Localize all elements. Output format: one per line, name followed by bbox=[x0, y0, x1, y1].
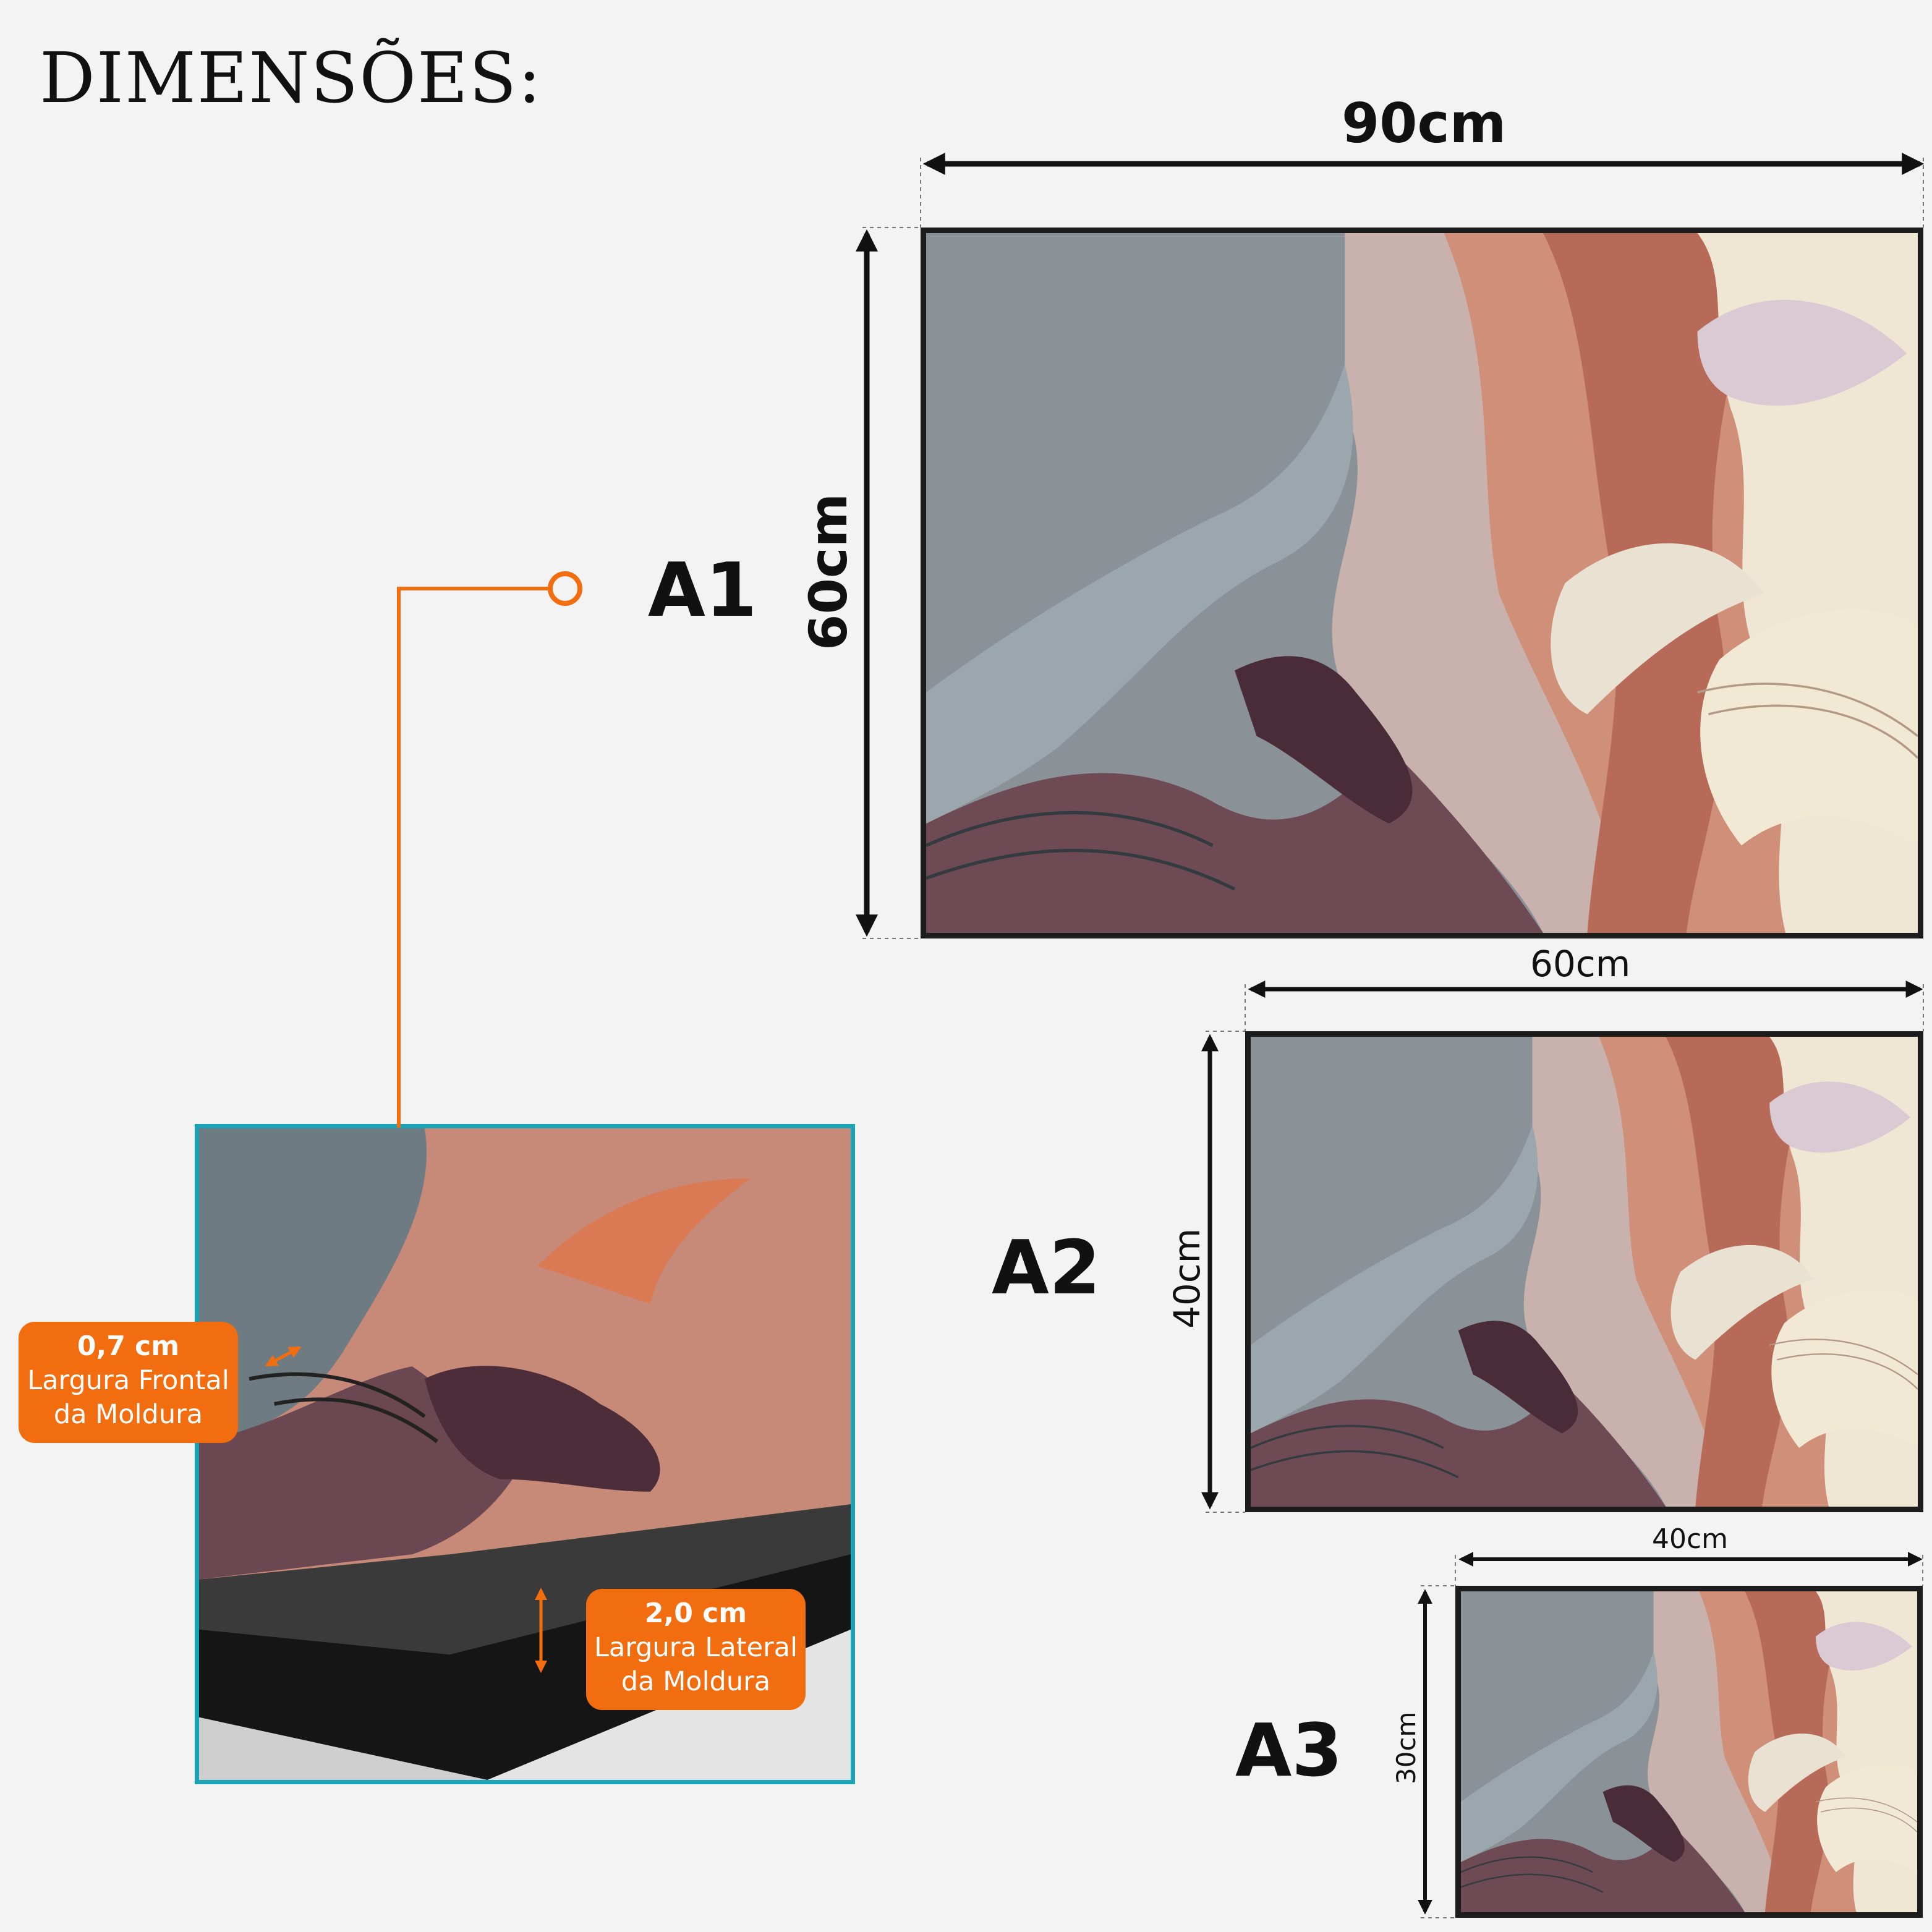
width-label-a2: 60cm bbox=[1530, 943, 1631, 985]
frame-detail-zoom bbox=[195, 1124, 855, 1784]
callout-connector bbox=[397, 587, 549, 1128]
side-width-line2: da Moldura bbox=[621, 1666, 771, 1697]
side-width-badge: 2,0 cm Largura Lateral da Moldura bbox=[586, 1589, 806, 1710]
callout-ring-icon bbox=[548, 571, 582, 606]
artwork-a2 bbox=[1245, 1031, 1923, 1512]
variant-label-a1: A1 bbox=[648, 548, 757, 634]
width-label-a1: 90cm bbox=[1342, 91, 1507, 155]
side-width-line1: Largura Lateral bbox=[594, 1632, 798, 1663]
artwork-a1 bbox=[921, 228, 1923, 938]
front-width-line2: da Moldura bbox=[53, 1399, 203, 1430]
side-width-value: 2,0 cm bbox=[644, 1598, 747, 1629]
front-width-line1: Largura Frontal bbox=[27, 1365, 229, 1396]
width-label-a3: 40cm bbox=[1652, 1523, 1729, 1555]
variant-label-a3: A3 bbox=[1235, 1708, 1343, 1793]
front-width-value: 0,7 cm bbox=[77, 1330, 180, 1362]
front-width-badge: 0,7 cm Largura Frontal da Moldura bbox=[19, 1322, 238, 1443]
variant-label-a2: A2 bbox=[992, 1225, 1101, 1311]
double-arrow-icon bbox=[265, 1346, 302, 1367]
page-title: DIMENSÕES: bbox=[40, 38, 543, 119]
artwork-a3 bbox=[1455, 1586, 1923, 1918]
